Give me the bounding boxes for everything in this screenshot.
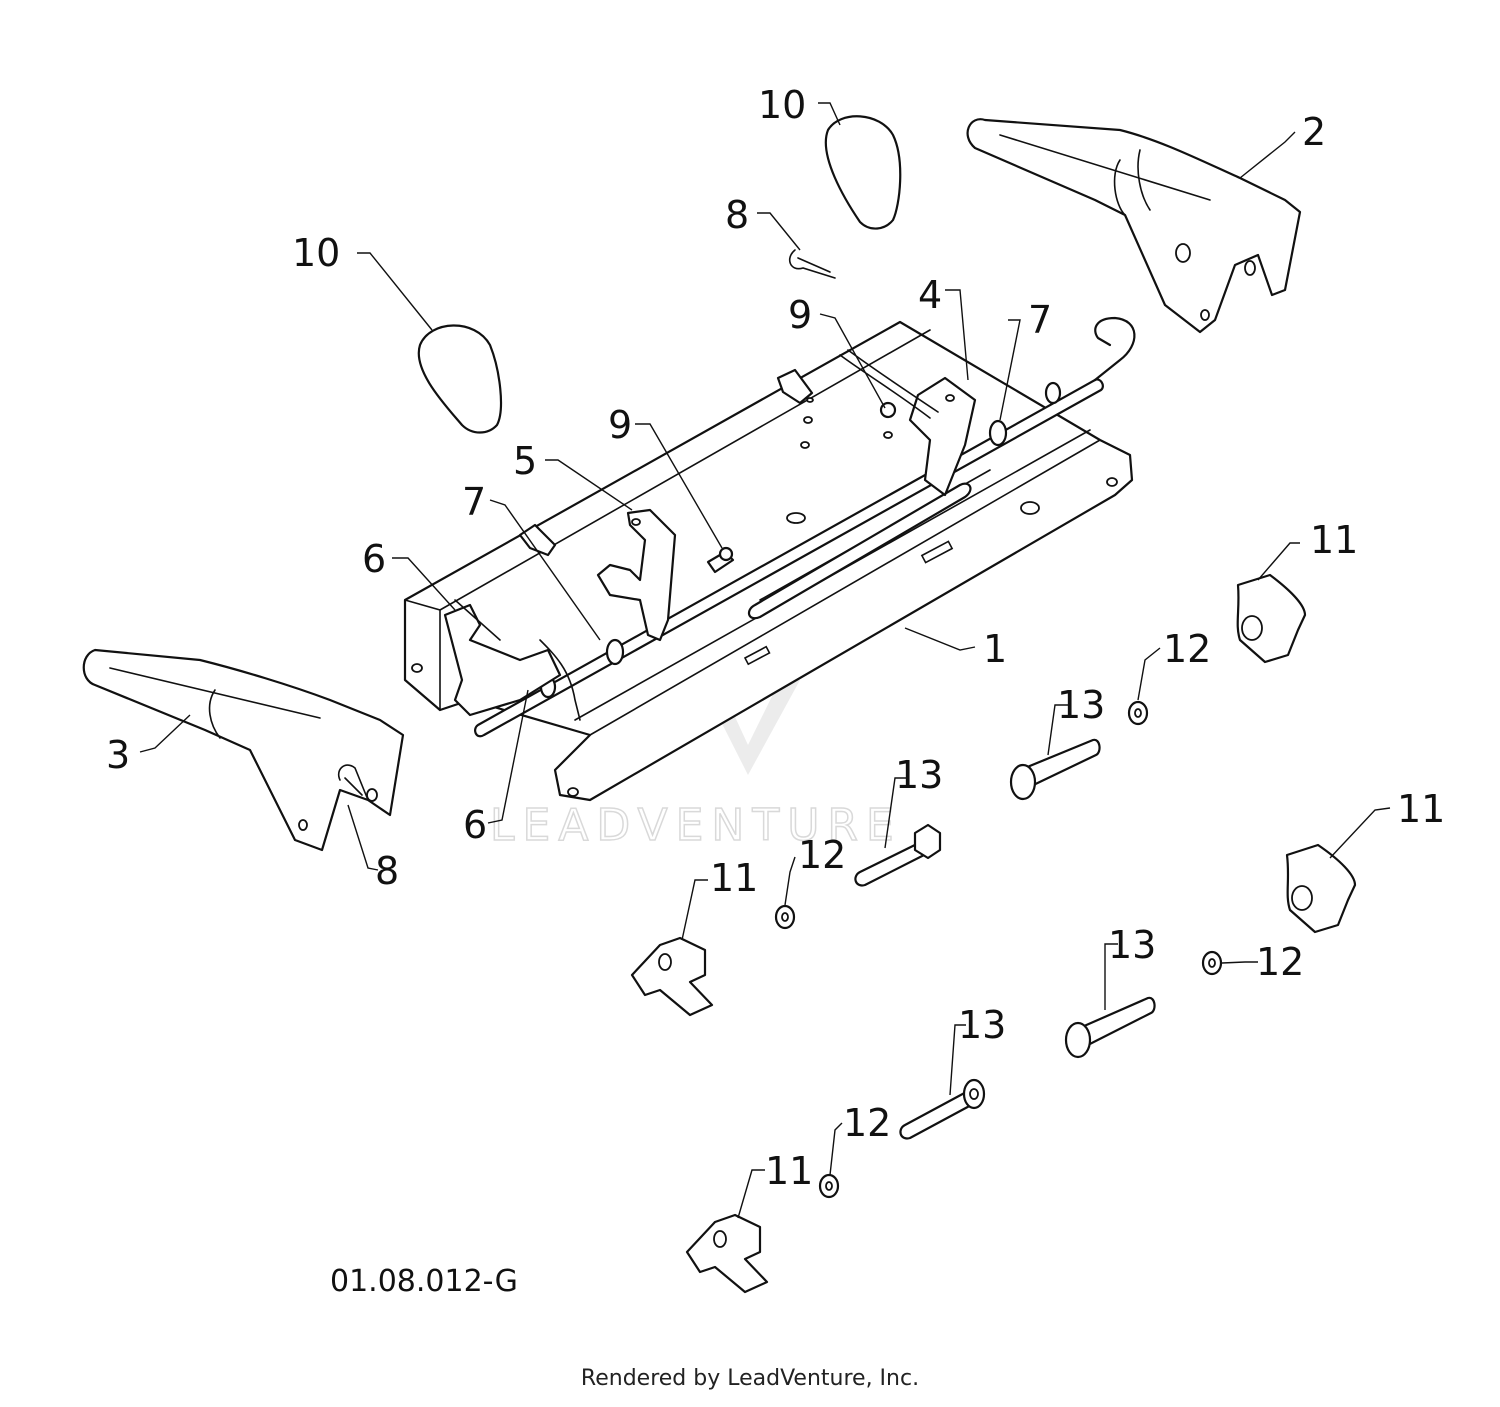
bolt-part-13-d[interactable]: [899, 1078, 986, 1140]
callout-8-left: 8: [375, 849, 399, 893]
callout-2: 2: [1302, 110, 1326, 154]
callout-6-top: 6: [362, 537, 386, 581]
nut-part-12-c[interactable]: [1201, 950, 1223, 976]
callout-6-bottom: 6: [463, 803, 487, 847]
callout-11-a: 11: [1310, 518, 1358, 562]
pin-part-9-center[interactable]: [706, 546, 735, 574]
callout-3: 3: [106, 733, 130, 777]
linkage-part-6[interactable]: [443, 599, 581, 721]
callout-12-d: 12: [843, 1101, 891, 1145]
nut-part-12-d[interactable]: [818, 1173, 840, 1199]
callout-9-center: 9: [608, 403, 632, 447]
callout-12-b: 12: [798, 833, 846, 877]
lever-bracket-part-4[interactable]: [839, 349, 977, 497]
knob-part-11-a[interactable]: [1236, 573, 1307, 664]
callout-13-a: 13: [1057, 683, 1105, 727]
callout-12-a: 12: [1163, 627, 1211, 671]
grip-part-10-top[interactable]: [824, 115, 902, 230]
callout-13-c: 13: [1108, 923, 1156, 967]
callout-1: 1: [983, 627, 1007, 671]
callout-8-top: 8: [725, 193, 749, 237]
callout-13-d: 13: [958, 1003, 1006, 1047]
hairpin-clip-part-8-left[interactable]: [337, 764, 369, 801]
handle-part-2[interactable]: [966, 118, 1302, 334]
callout-11-c: 11: [710, 856, 758, 900]
callout-7-right: 7: [1028, 298, 1052, 342]
diagram-code: 01.08.012-G: [330, 1264, 518, 1299]
callout-9-top: 9: [788, 293, 812, 337]
grip-part-10-left[interactable]: [417, 324, 503, 434]
callout-10-top: 10: [758, 83, 806, 127]
callout-5: 5: [513, 439, 537, 483]
callout-11-d: 11: [765, 1149, 813, 1193]
leader-lines: [139, 102, 1391, 1219]
knob-part-11-c[interactable]: [630, 936, 714, 1017]
knob-part-11-d[interactable]: [685, 1213, 769, 1294]
callout-11-b: 11: [1397, 787, 1445, 831]
callout-13-b: 13: [895, 753, 943, 797]
callout-10-left: 10: [292, 231, 340, 275]
bolt-part-13-a[interactable]: [1009, 738, 1101, 801]
callout-4: 4: [918, 273, 942, 317]
bolt-part-13-c[interactable]: [1064, 996, 1156, 1059]
bolt-part-13-b[interactable]: [854, 823, 942, 887]
bracket-part-5[interactable]: [596, 508, 677, 642]
hairpin-clip-part-8-top[interactable]: [788, 249, 836, 279]
clip-bracket-top: [776, 368, 814, 405]
watermark-text: LEADVENTURE: [490, 800, 902, 851]
clip-bracket-left: [518, 523, 557, 557]
handle-part-3[interactable]: [82, 648, 405, 852]
nut-part-12-b[interactable]: [774, 904, 796, 930]
callout-7-left: 7: [462, 480, 486, 524]
callout-12-c: 12: [1256, 940, 1304, 984]
knob-part-11-b[interactable]: [1285, 843, 1357, 934]
nut-part-12-a[interactable]: [1127, 700, 1149, 726]
footer-credit: Rendered by LeadVenture, Inc.: [580, 1366, 920, 1391]
callouts: 10 2 10 8 4 7 9 9 5 7 6 11 1 12 13 3 6 8…: [106, 83, 1445, 1193]
